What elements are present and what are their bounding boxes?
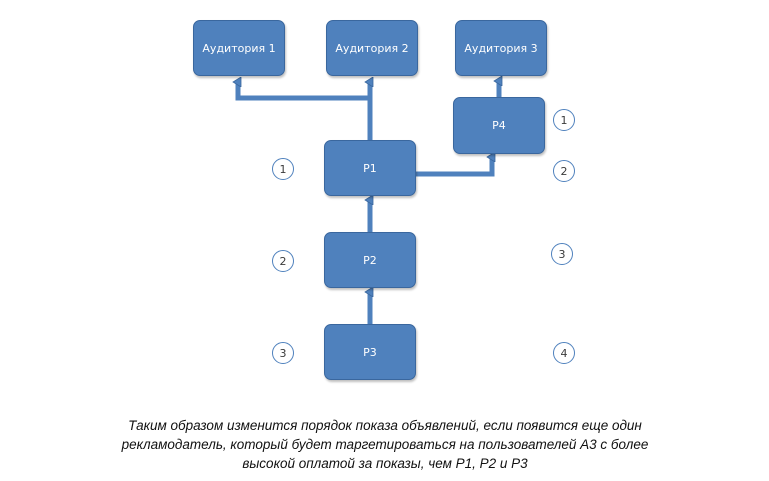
- audience-1-box: Аудитория 1: [193, 20, 285, 76]
- arrow-p1-to-p4: [415, 157, 492, 177]
- right-position-4-badge: 4: [553, 342, 575, 364]
- left-position-3-badge: 3: [272, 342, 294, 364]
- p1-box: P1: [324, 140, 416, 196]
- right-position-2-badge: 2: [553, 160, 575, 182]
- audience-2-box: Аудитория 2: [326, 20, 418, 76]
- arrow-branch-to-aud1: [238, 82, 370, 101]
- left-position-1-badge: 1: [272, 158, 294, 180]
- audience-3-box: Аудитория 3: [455, 20, 547, 76]
- p4-box: P4: [453, 97, 545, 154]
- right-position-3-badge: 3: [551, 243, 573, 265]
- caption-line-3: высокой оплатой за показы, чем P1, P2 и …: [242, 456, 528, 471]
- p2-box: P2: [324, 232, 416, 288]
- left-position-2-badge: 2: [272, 250, 294, 272]
- caption-line-2: рекламодатель, который будет таргетирова…: [121, 437, 649, 452]
- right-position-1-badge: 1: [553, 109, 575, 131]
- p3-box: P3: [324, 324, 416, 380]
- caption-line-1: Таким образом изменится порядок показа о…: [128, 418, 642, 433]
- caption: Таким образом изменится порядок показа о…: [60, 416, 710, 473]
